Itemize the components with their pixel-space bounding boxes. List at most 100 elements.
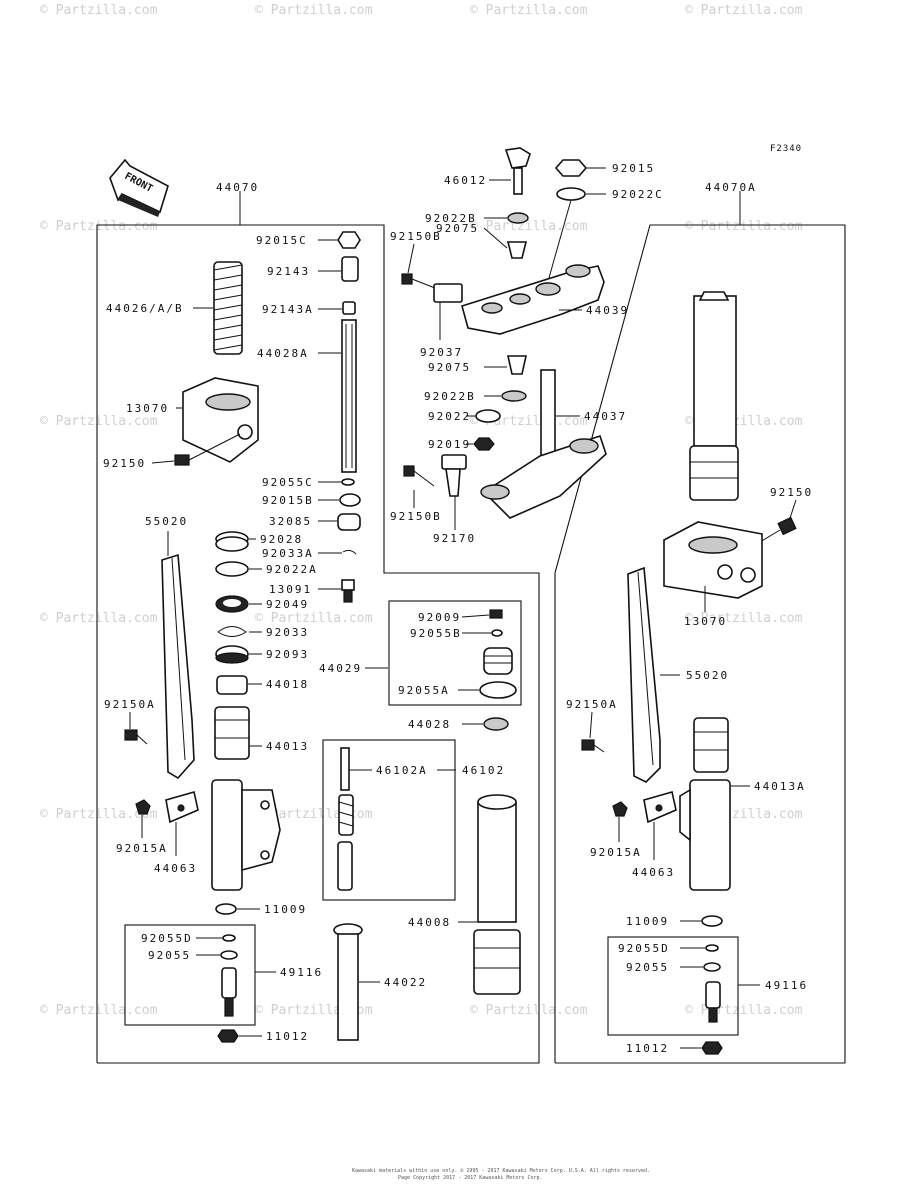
part-label[interactable]: 92143A — [262, 303, 314, 316]
part-92075-mid[interactable] — [484, 355, 527, 375]
part-label[interactable]: 13091 — [269, 583, 312, 596]
part-92055-left[interactable] — [196, 950, 238, 960]
part-label[interactable]: 44063 — [154, 862, 197, 875]
part-92009[interactable] — [461, 609, 503, 619]
part-label[interactable]: 92033A — [262, 547, 314, 560]
part-label[interactable]: 44028 — [408, 718, 451, 731]
part-92022B-mid[interactable] — [484, 390, 527, 402]
part-92015C[interactable] — [318, 231, 361, 249]
part-92055D-left[interactable] — [196, 934, 236, 942]
part-label[interactable]: 44037 — [584, 410, 627, 423]
part-44018[interactable] — [216, 675, 262, 695]
part-92150A-left[interactable] — [124, 712, 148, 745]
part-92150B-bot[interactable] — [403, 465, 435, 508]
part-44070A-outer[interactable] — [689, 291, 739, 501]
part-label[interactable]: 92009 — [418, 611, 461, 624]
part-label[interactable]: 92015A — [590, 846, 642, 859]
part-label[interactable]: 92055D — [141, 932, 193, 945]
part-label[interactable]: 92049 — [266, 598, 309, 611]
part-label[interactable]: 11012 — [626, 1042, 669, 1055]
part-49116-left[interactable] — [221, 967, 276, 1017]
part-label[interactable]: 44039 — [586, 304, 629, 317]
part-92015B[interactable] — [318, 493, 361, 507]
part-55020-left[interactable] — [161, 531, 195, 780]
part-spring-44026[interactable] — [193, 261, 243, 355]
part-label[interactable]: 92150B — [390, 510, 442, 523]
part-label[interactable]: 92055B — [410, 627, 462, 640]
part-32085[interactable] — [318, 513, 361, 531]
part-label[interactable]: 92055 — [626, 961, 669, 974]
part-92022B-top[interactable] — [484, 212, 529, 224]
part-44013[interactable] — [211, 706, 281, 891]
part-label[interactable]: 44028A — [257, 347, 309, 360]
part-label[interactable]: 92150 — [770, 486, 813, 499]
part-44063-right[interactable] — [643, 790, 677, 860]
part-92055-right[interactable] — [680, 962, 721, 972]
part-92150B-top[interactable] — [401, 243, 441, 291]
part-44039[interactable] — [461, 264, 605, 335]
part-44028[interactable] — [462, 717, 509, 731]
part-label[interactable]: 11009 — [264, 903, 307, 916]
part-13070-left[interactable] — [176, 377, 259, 463]
part-label[interactable]: 46102 — [462, 764, 505, 777]
part-11012-right[interactable] — [680, 1041, 723, 1055]
part-label[interactable]: 92093 — [266, 648, 309, 661]
part-label[interactable]: 92015 — [612, 162, 655, 175]
part-label[interactable]: 92150B — [390, 230, 442, 243]
part-label[interactable]: 32085 — [269, 515, 312, 528]
part-92150A-right[interactable] — [581, 711, 605, 753]
part-label[interactable]: 44029 — [319, 662, 362, 675]
part-label[interactable]: 44013A — [754, 780, 806, 793]
part-13091[interactable] — [318, 579, 355, 603]
part-92022C[interactable] — [544, 187, 606, 293]
part-label[interactable]: 92015A — [116, 842, 168, 855]
part-label[interactable]: 92015C — [256, 234, 308, 247]
part-label[interactable]: 44026/A/B — [106, 302, 184, 315]
part-label[interactable]: 92150A — [104, 698, 156, 711]
part-label[interactable]: 46102A — [376, 764, 428, 777]
part-label[interactable]: 92075 — [436, 222, 479, 235]
part-92015A-left[interactable] — [135, 799, 151, 838]
part-92033[interactable] — [217, 626, 262, 637]
part-11009-right[interactable] — [680, 915, 723, 927]
part-92055A[interactable] — [458, 681, 517, 699]
part-46012[interactable] — [489, 147, 531, 195]
part-label[interactable]: 92022B — [425, 212, 477, 225]
part-92033A[interactable] — [318, 549, 357, 555]
part-44013A[interactable] — [679, 717, 750, 891]
part-92055C[interactable] — [318, 478, 355, 486]
part-label[interactable]: 92037 — [420, 346, 463, 359]
part-44063-left[interactable] — [165, 790, 199, 856]
part-92093[interactable] — [215, 645, 262, 664]
part-label[interactable]: 92028 — [260, 533, 303, 546]
part-label[interactable]: 92055D — [618, 942, 670, 955]
part-92170[interactable] — [441, 454, 467, 530]
part-label[interactable]: 46012 — [444, 174, 487, 187]
part-label[interactable]: 49116 — [280, 966, 323, 979]
part-label[interactable]: 11009 — [626, 915, 669, 928]
part-label[interactable]: 13070 — [126, 402, 169, 415]
part-92143[interactable] — [318, 256, 359, 282]
part-92022[interactable] — [466, 409, 501, 423]
part-label[interactable]: 92055 — [148, 949, 191, 962]
part-92037[interactable] — [433, 283, 463, 340]
part-label[interactable]: 44070 — [216, 181, 259, 194]
part-label[interactable]: 49116 — [765, 979, 808, 992]
part-label[interactable]: 44013 — [266, 740, 309, 753]
part-13070-right[interactable] — [663, 521, 763, 612]
part-92143A[interactable] — [318, 301, 356, 315]
part-55020-right[interactable] — [627, 566, 680, 783]
part-label[interactable]: 92022 — [428, 410, 471, 423]
part-label[interactable]: 44018 — [266, 678, 309, 691]
part-label[interactable]: 92075 — [428, 361, 471, 374]
part-label[interactable]: 92055C — [262, 476, 314, 489]
part-label[interactable]: 92150A — [566, 698, 618, 711]
part-92150-left[interactable] — [151, 433, 241, 466]
part-label[interactable]: 55020 — [686, 669, 729, 682]
part-label[interactable]: 92033 — [266, 626, 309, 639]
part-11009-left[interactable] — [215, 903, 260, 915]
part-11012-left[interactable] — [217, 1029, 262, 1043]
part-label[interactable]: 55020 — [145, 515, 188, 528]
part-92049[interactable] — [215, 595, 262, 613]
part-46102-spring[interactable] — [337, 794, 354, 891]
